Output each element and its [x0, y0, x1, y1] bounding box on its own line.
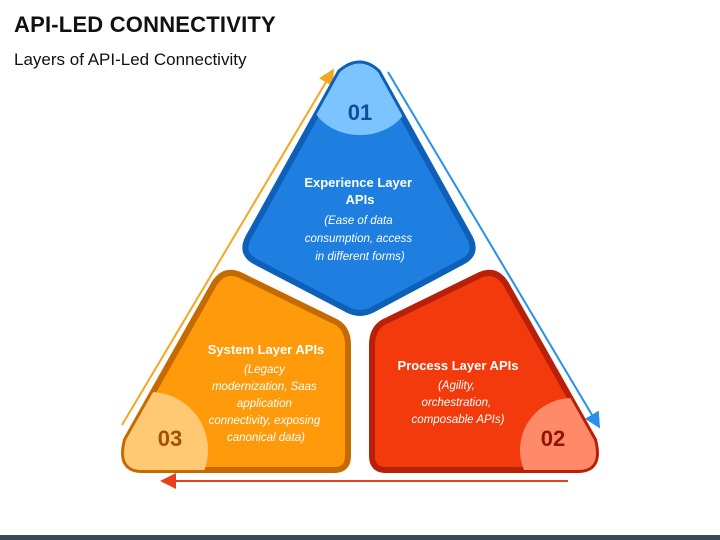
process-layer-segment: 02 Process Layer APIs (Agility, orchestr… — [369, 269, 599, 473]
experience-layer-segment: 01 Experience Layer APIs (Ease of data c… — [242, 60, 476, 316]
system-layer-title: System Layer APIs — [208, 342, 325, 357]
slide-title: API-LED CONNECTIVITY — [14, 12, 276, 37]
slide-subtitle: Layers of API-Led Connectivity — [14, 50, 247, 69]
left-flow-arrow — [121, 68, 335, 426]
right-flow-arrow — [387, 71, 601, 429]
system-layer-description: (Legacy modernization, Saas application … — [209, 364, 324, 444]
experience-layer-title: Experience Layer APIs — [304, 175, 415, 207]
system-layer-number: 03 — [158, 426, 182, 451]
experience-layer-number: 01 — [348, 100, 372, 125]
process-layer-title: Process Layer APIs — [398, 358, 519, 373]
footer-bar — [0, 535, 720, 540]
experience-layer-description: (Ease of data consumption, access in dif… — [305, 215, 416, 263]
system-layer-badge — [124, 392, 208, 470]
process-layer-number: 02 — [541, 426, 565, 451]
process-layer-description: (Agility, orchestration, composable APIs… — [412, 380, 505, 426]
system-layer-segment: 03 System Layer APIs (Legacy modernizati… — [121, 269, 351, 473]
process-layer-badge — [520, 398, 596, 470]
